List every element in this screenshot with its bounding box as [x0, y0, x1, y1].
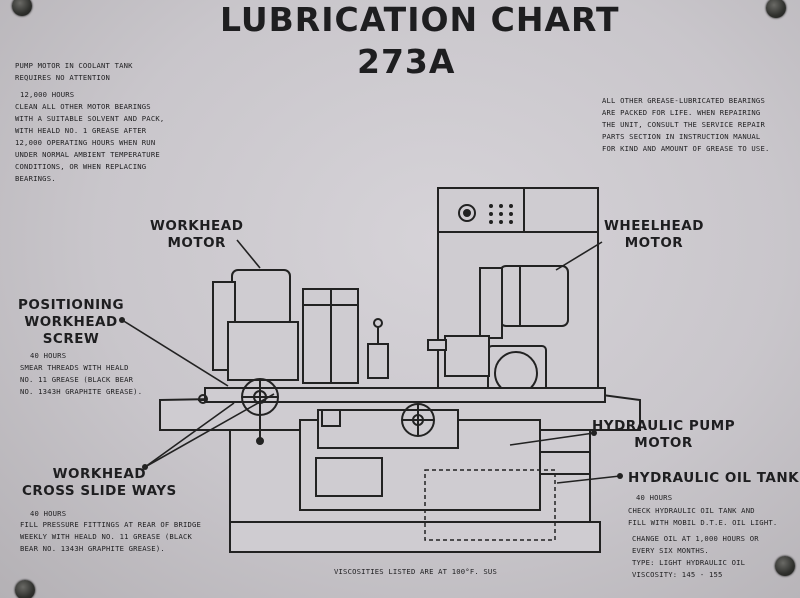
note-oiltank-check: CHECK HYDRAULIC OIL TANK AND FILL WITH M… [628, 506, 778, 527]
note-positioning-interval: 40 HOURS [30, 351, 67, 360]
label-positioning-screw: POSITIONING WORKHEAD SCREW [18, 297, 125, 347]
chart-number: 273A [357, 42, 456, 81]
note-12000-hours: 12,000 HOURS [20, 90, 75, 99]
note-viscosity-footer: VISCOSITIES LISTED ARE AT 100°F. SUS [334, 567, 497, 576]
screw-bottom-right [775, 556, 795, 576]
note-positioning-body: SMEAR THREADS WITH HEALD NO. 11 GREASE (… [20, 363, 143, 396]
note-motor-bearings: CLEAN ALL OTHER MOTOR BEARINGS WITH A SU… [15, 102, 165, 183]
screw-top-left [12, 0, 32, 16]
label-hydraulic-pump-motor: HYDRAULIC PUMP MOTOR [592, 418, 736, 451]
note-pump-motor: PUMP MOTOR IN COOLANT TANK REQUIRES NO A… [15, 61, 133, 82]
screw-top-right [766, 0, 786, 18]
label-wheelhead-motor: WHEELHEAD MOTOR [604, 218, 704, 251]
chart-title: LUBRICATION CHART [220, 0, 620, 39]
screw-bottom-left [15, 580, 35, 598]
note-crossslide-body: FILL PRESSURE FITTINGS AT REAR OF BRIDGE… [20, 520, 202, 553]
note-grease-bearings: ALL OTHER GREASE-LUBRICATED BEARINGS ARE… [602, 96, 770, 153]
note-oiltank-interval: 40 HOURS [636, 493, 673, 502]
label-cross-slide-ways: WORKHEAD CROSS SLIDE WAYS [22, 466, 177, 499]
label-workhead-motor: WORKHEAD MOTOR [150, 218, 244, 251]
note-oiltank-change: CHANGE OIL AT 1,000 HOURS OR EVERY SIX M… [632, 534, 759, 579]
label-hydraulic-oil-tank: HYDRAULIC OIL TANK [628, 470, 800, 486]
note-crossslide-interval: 40 HOURS [30, 509, 67, 518]
